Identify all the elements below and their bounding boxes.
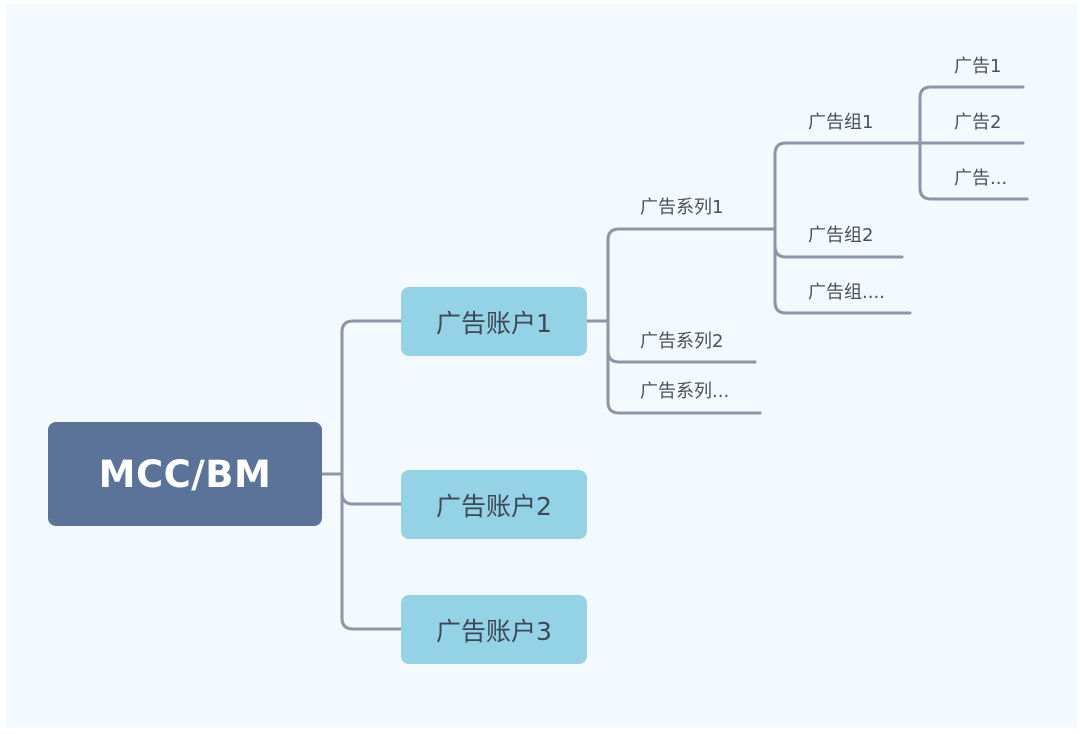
campaign-node-3[interactable]: 广告系列... (640, 381, 730, 402)
connector-campaign3 (606, 319, 762, 415)
connector-root-account1 (340, 319, 403, 476)
ad-node-3[interactable]: 广告... (954, 168, 1008, 189)
connector-root-account2 (340, 472, 403, 506)
ad-node-1[interactable]: 广告1 (954, 56, 1002, 77)
account-label: 广告账户2 (436, 491, 552, 521)
connector-adgroup1 (773, 141, 922, 231)
campaign-node-2[interactable]: 广告系列2 (640, 331, 724, 352)
root-node[interactable]: MCC/BM (48, 422, 322, 526)
connector-adgroup3 (773, 227, 912, 315)
account-node-1[interactable]: 广告账户1 (401, 287, 587, 356)
connector-campaign1 (606, 227, 777, 323)
connector-ad3 (918, 141, 1029, 201)
adgroup-node-1[interactable]: 广告组1 (808, 112, 874, 133)
account-label: 广告账户3 (436, 616, 552, 646)
ad-node-2[interactable]: 广告2 (954, 112, 1002, 133)
adgroup-node-2[interactable]: 广告组2 (808, 225, 874, 246)
account-label: 广告账户1 (436, 308, 552, 338)
campaign-node-1[interactable]: 广告系列1 (640, 197, 724, 218)
connector-root-account3 (340, 472, 403, 631)
connector-ad1 (918, 85, 1025, 145)
account-node-3[interactable]: 广告账户3 (401, 595, 587, 664)
adgroup-node-3[interactable]: 广告组.... (808, 282, 885, 303)
root-label: MCC/BM (98, 452, 272, 496)
account-node-2[interactable]: 广告账户2 (401, 470, 587, 539)
